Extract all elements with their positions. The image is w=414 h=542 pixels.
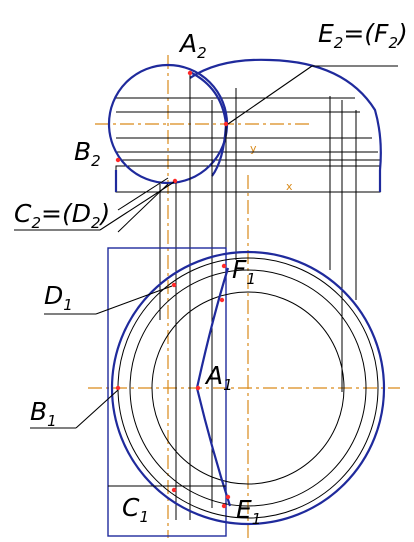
label-F1: F1 (232, 255, 256, 288)
point-A2 (187, 70, 193, 76)
point-E1 (225, 494, 231, 500)
point-C1 (171, 487, 177, 493)
label-D1: D1 (44, 281, 73, 314)
label-B1: B1 (30, 397, 57, 430)
leader-E2F2 (227, 65, 313, 125)
point-E1b (221, 503, 227, 509)
leader-C2D2 (99, 181, 175, 231)
label-A1: A1 (204, 361, 233, 394)
front-construction-lines (116, 97, 380, 161)
point-A1 (195, 385, 201, 391)
front-view (107, 58, 382, 520)
label-C2D2: C2=(D2) (14, 199, 110, 232)
top-circle-inner (151, 291, 345, 485)
front-diagonal-lines (117, 177, 169, 233)
label-C1: C1 (122, 493, 149, 526)
axis-x-label: x (286, 180, 293, 193)
point-F1 (221, 263, 227, 269)
front-vertical-lines (159, 72, 357, 520)
label-A2: A2 (178, 29, 207, 62)
top-circle-outer (110, 250, 386, 526)
point-D1 (171, 282, 177, 288)
point-E2F2 (223, 121, 229, 127)
top-circle-mid (129, 269, 367, 507)
label-E2F2: E2=(F2) (318, 19, 408, 52)
leader-D1 (95, 285, 173, 315)
front-semicylinder-arc (189, 58, 382, 171)
point-B1 (115, 385, 121, 391)
point-B2 (115, 157, 121, 163)
top-view (107, 247, 386, 537)
label-B2: B2 (74, 137, 101, 170)
labels: A2 E2=(F2) B2 C2=(D2) D1 F1 A1 B1 C1 E1 (14, 19, 408, 528)
point-F1b (219, 297, 225, 303)
leader-lines (14, 65, 398, 429)
top-cylinder-rect (107, 247, 227, 537)
leader-B1 (75, 389, 119, 429)
label-E1: E1 (236, 495, 261, 528)
center-axes: y x (88, 55, 400, 538)
axis-y-label: y (250, 142, 257, 155)
